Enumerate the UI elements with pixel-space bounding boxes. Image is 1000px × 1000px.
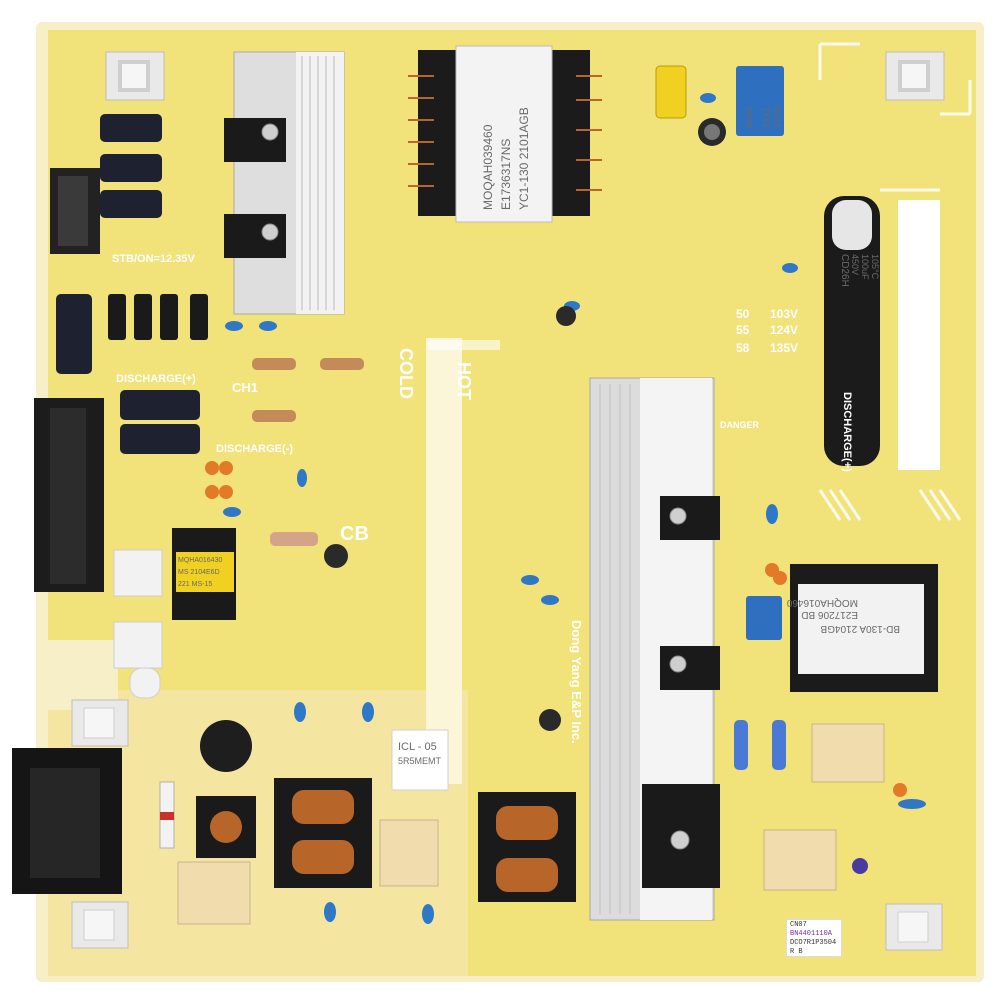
main-transformer: MOQAH039460 E1736317NS YC1-130 2101AGB	[408, 45, 602, 223]
voltage-row-2-volts: 124V	[770, 323, 798, 337]
svg-text:1250V: 1250V	[773, 104, 782, 128]
sticker-line-2: BN4401110A	[790, 930, 833, 938]
svg-text:BD-130A 2104GB: BD-130A 2104GB	[820, 623, 900, 634]
silk-cold: COLD	[396, 348, 416, 399]
svg-text:E1736317NS: E1736317NS	[499, 139, 513, 210]
voltage-row-3-volts: 135V	[770, 341, 798, 355]
silk-danger: DANGER	[720, 420, 760, 430]
hatched-safety-marks	[818, 42, 972, 521]
voltage-row-3-size: 58	[736, 341, 750, 355]
coil-module: MQHA016430 MS 2104E6D 221 MS-15	[172, 528, 236, 620]
sticker-line-3: DCO7R1P3504	[790, 939, 837, 947]
silk-white-bar	[898, 200, 940, 470]
svg-text:450V: 450V	[850, 254, 860, 275]
silk-discharge-minus: DISCHARGE(-)	[216, 443, 293, 455]
common-mode-choke-1	[196, 796, 256, 858]
silk-hot: HOT	[454, 362, 474, 400]
silk-cb: CB	[340, 523, 369, 545]
svg-text:MS 2104E6D: MS 2104E6D	[178, 569, 220, 576]
svg-text:MOQAH039460: MOQAH039460	[481, 124, 495, 210]
mount-clip-bottom-left	[71, 699, 129, 949]
common-mode-choke-3	[478, 792, 576, 902]
mount-clip-top-right	[885, 51, 945, 101]
common-mode-choke-2	[274, 778, 372, 888]
small-electrolytics	[324, 306, 576, 731]
x-capacitors	[177, 723, 885, 925]
icl-module	[391, 729, 449, 791]
voltage-row-2-size: 55	[736, 323, 750, 337]
svg-text:CD26H: CD26H	[839, 254, 850, 287]
icl-label-2: 5R5MEMT	[398, 756, 442, 766]
voltage-row-1-volts: 103V	[770, 307, 798, 321]
isolation-slot	[426, 338, 462, 784]
film-caps-white	[113, 549, 163, 699]
svg-text:221 MS-15: 221 MS-15	[178, 581, 212, 588]
capacitors-left	[56, 114, 200, 454]
mount-clip-bottom-right	[885, 903, 943, 951]
product-sticker: CN07 BN4401110A DCO7R1P3504 R B	[786, 919, 842, 957]
silk-manufacturer: Dong Yang E&P Inc.	[569, 620, 584, 744]
fuse	[159, 781, 175, 849]
connector-left-top	[50, 168, 100, 254]
voltage-row-1-size: 50	[736, 307, 750, 321]
connector-left-main	[34, 398, 104, 592]
blue-resistors	[734, 720, 786, 770]
top-right-components: 333J 1250V BHDS	[655, 65, 798, 273]
svg-text:BHDS: BHDS	[745, 106, 754, 128]
heatsink-left	[224, 51, 345, 315]
svg-text:E217206 BD: E217206 BD	[801, 609, 858, 620]
diodes-left	[108, 294, 208, 340]
ac-input-connector	[12, 748, 122, 894]
ntc-thermistor	[200, 720, 252, 772]
voltage-table: 50 103V 55 124V 58 135V	[736, 307, 798, 355]
right-transformer: MOQHA016460 E217206 BD BD-130A 2104GB	[746, 564, 938, 692]
bulk-capacitor: CD26H 450V 100uF 105°C	[824, 196, 880, 466]
ceramic-caps-blue	[223, 301, 926, 924]
silk-ch1: CH1	[232, 380, 258, 395]
svg-text:YC1-130 2101AGB: YC1-130 2101AGB	[517, 107, 531, 210]
svg-text:333J: 333J	[762, 108, 772, 128]
silk-stb: STB/ON=12.35V	[112, 253, 196, 265]
icl-label-1: ICL - 05	[398, 741, 437, 753]
silk-discharge-plus: DISCHARGE(+)	[116, 373, 196, 385]
heatsink-right	[589, 377, 720, 921]
sticker-line-1: CN07	[790, 921, 807, 929]
resistors	[252, 358, 364, 546]
mount-clip-top-left	[105, 51, 165, 101]
silk-discharge-right: DISCHARGE(+)	[841, 392, 853, 472]
purple-cap	[852, 858, 868, 874]
ceramic-caps-orange	[205, 461, 907, 797]
svg-text:100uF: 100uF	[860, 254, 870, 280]
svg-text:105°C: 105°C	[870, 254, 880, 280]
svg-text:MQHA016430: MQHA016430	[178, 557, 222, 564]
sticker-line-4: R B	[790, 948, 803, 956]
svg-text:MOQHA016460: MOQHA016460	[786, 597, 858, 608]
